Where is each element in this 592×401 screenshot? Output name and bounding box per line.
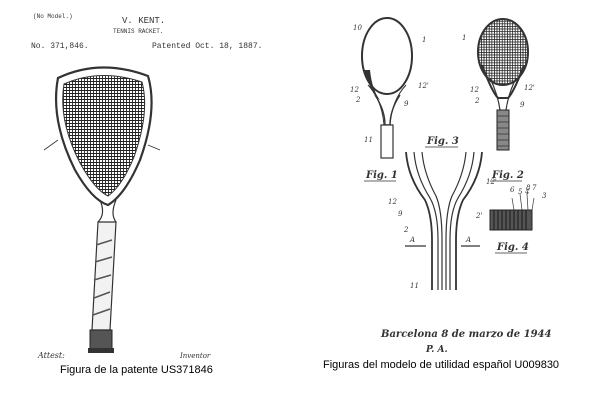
patent-number: No. 371,846. [31,42,89,51]
part-label: 9 [398,210,403,218]
left-caption: Figura de la patente US371846 [60,364,213,376]
right-caption: Figuras del modelo de utilidad español U… [323,359,560,371]
part-label: 11 [364,136,373,144]
part-label: 5 [518,188,523,196]
fig4-cross-section [489,193,535,231]
initials: P. A. [426,345,448,355]
part-label: 6 [510,186,515,194]
model-note: (No Model.) [33,13,73,20]
part-label: 1 [462,34,466,42]
part-label: 8 [526,184,531,192]
fig2-racket [477,18,529,151]
inventor-name: V. KENT. [122,16,166,26]
fig1-title: Fig. 1 [365,170,398,181]
part-label: 2 [474,97,480,105]
part-label: 9 [520,101,525,109]
part-label: 7 [532,184,537,192]
part-label: 3 [542,192,547,200]
fig2-title: Fig. 2 [491,170,524,181]
part-label: 12 [470,86,479,94]
part-label: 4 [524,188,529,196]
part-label: 12' [486,178,497,186]
place-date: Barcelona 8 de marzo de 1944 [381,329,552,340]
part-label: 12 [350,86,359,94]
inventor-signature-label: Inventor [180,352,211,360]
part-label: 2' [475,212,482,220]
part-label: 9 [404,100,409,108]
part-label: 1 [422,36,426,44]
part-label: 12 [388,198,397,206]
patent-subject: TENNIS RACKET. [113,28,164,35]
fig4-title: Fig. 4 [496,242,529,253]
patent-date: Patented Oct. 18, 1887. [152,42,263,51]
attest-label: Attest: [38,351,65,360]
part-label: 12' [418,82,429,90]
part-label: 2 [355,96,361,104]
section-label: A [409,236,415,244]
part-label: 12' [524,84,535,92]
fig3-throat-detail [405,151,483,290]
part-label: 10 [353,24,362,32]
part-label: 2 [403,226,409,234]
section-label: A [465,236,471,244]
part-label: 11 [410,282,419,290]
fig3-title: Fig. 3 [426,136,459,147]
fig1-racket [361,17,413,159]
